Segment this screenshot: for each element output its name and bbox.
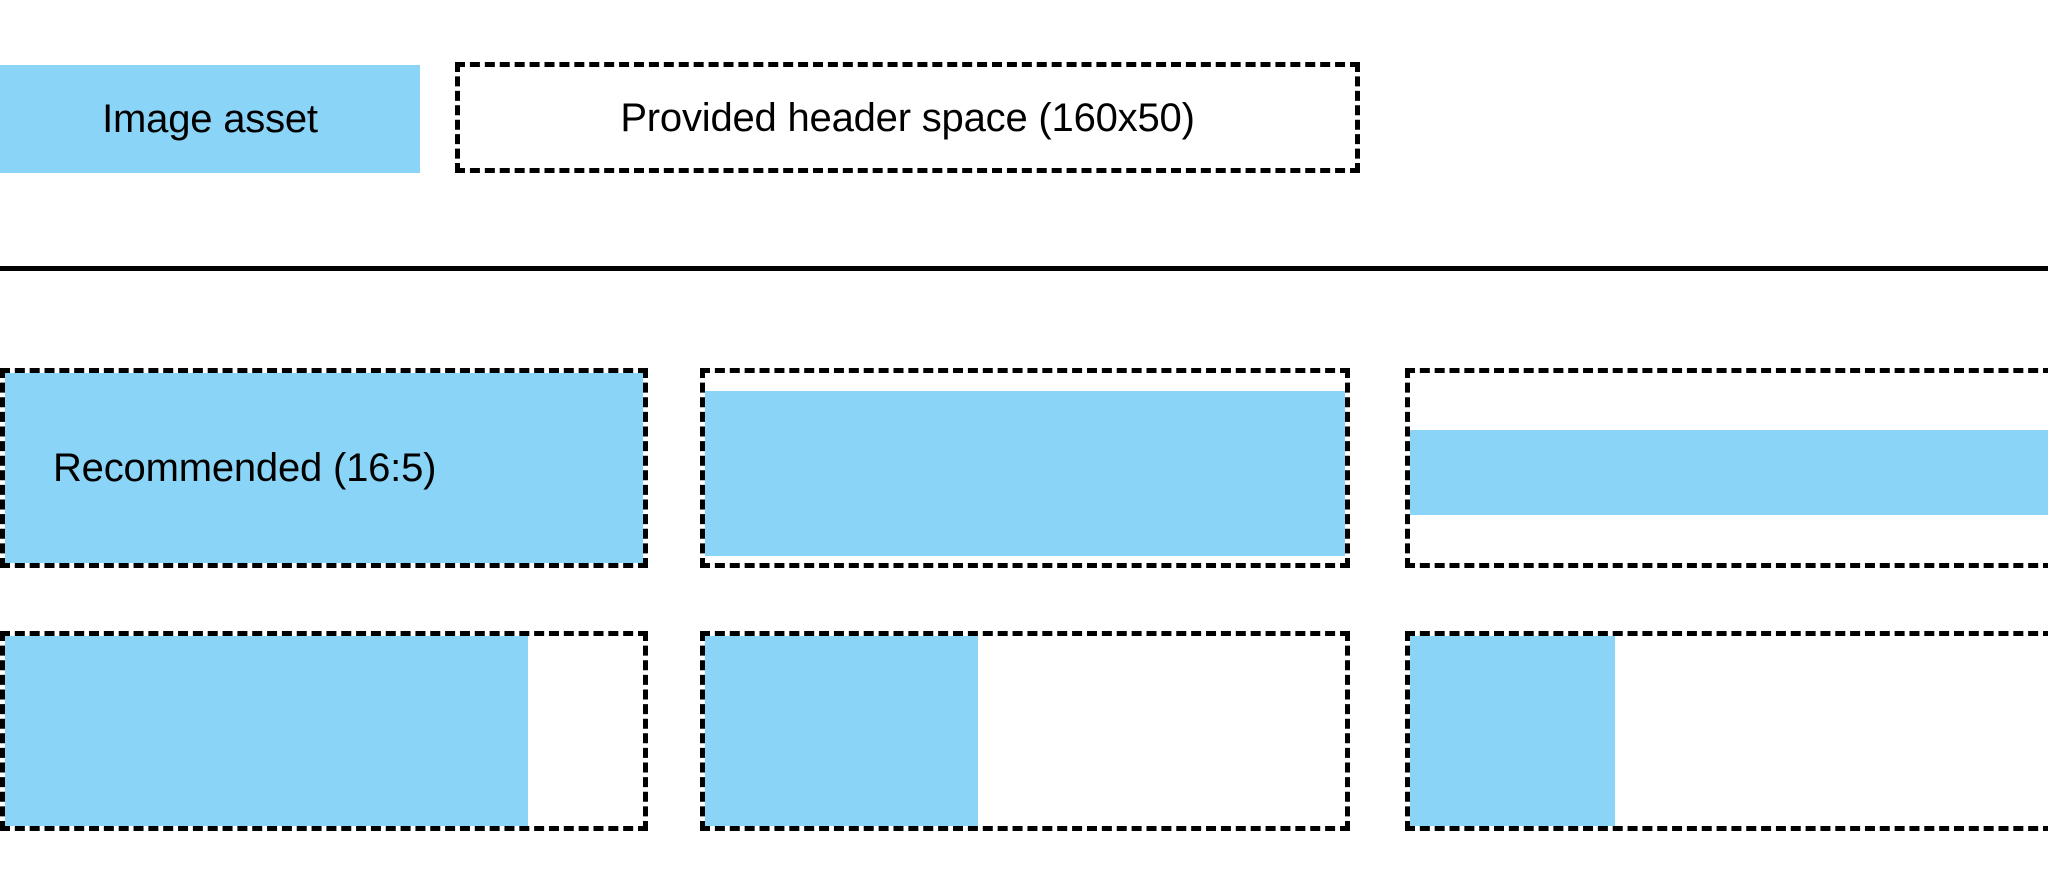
provided-header-space-label: Provided header space (160x50) <box>620 95 1195 140</box>
recommended-ratio-label: Recommended (16:5) <box>53 446 437 490</box>
ratio-fill-row1-col1 <box>5 373 643 563</box>
ratio-fill-row1-col2 <box>705 391 1345 556</box>
ratio-cell-row1-col1: Recommended (16:5) <box>0 368 648 568</box>
ratio-fill-row2-col1 <box>5 636 528 826</box>
provided-header-space-slot: Provided header space (160x50) <box>455 62 1360 173</box>
header-band: Image asset Provided header space (160x5… <box>0 0 2048 268</box>
ratio-cell-row2-col3 <box>1405 631 2048 831</box>
ratio-cell-row2-col1 <box>0 631 648 831</box>
image-asset-label: Image asset <box>102 97 318 141</box>
ratio-fill-row2-col2 <box>705 636 978 826</box>
section-divider <box>0 266 2048 271</box>
ratio-cell-row2-col2 <box>700 631 1350 831</box>
ratio-fill-row2-col3 <box>1410 636 1615 826</box>
image-asset-swatch: Image asset <box>0 65 420 173</box>
ratio-fill-row1-col3 <box>1410 430 2048 515</box>
ratio-cell-row1-col2 <box>700 368 1350 568</box>
ratio-cell-row1-col3 <box>1405 368 2048 568</box>
